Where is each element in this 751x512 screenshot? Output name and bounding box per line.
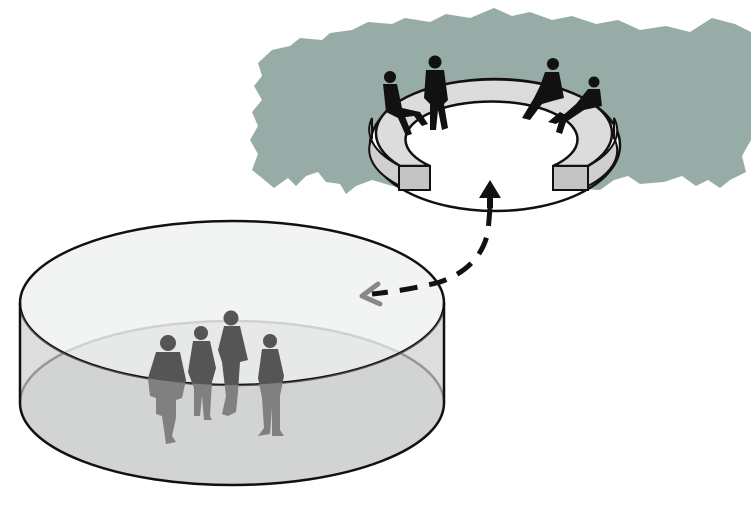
cylinder-front-wall bbox=[20, 303, 444, 485]
seated-person-3 bbox=[522, 58, 564, 120]
enclosed-cylinder-scene bbox=[18, 219, 446, 487]
connector-curve bbox=[371, 207, 493, 297]
outdoor-seating-scene bbox=[250, 8, 751, 213]
cylinder-base-front-edge bbox=[18, 402, 446, 487]
dashed-connector bbox=[359, 180, 501, 307]
bench-end-left bbox=[398, 165, 431, 191]
standing-person-1 bbox=[148, 335, 186, 444]
standing-person-2 bbox=[188, 326, 216, 420]
arrowhead-up-icon bbox=[479, 180, 501, 208]
seated-people bbox=[383, 55, 602, 136]
seated-person-4 bbox=[548, 76, 602, 134]
standing-person-3 bbox=[218, 310, 248, 416]
seated-person-2 bbox=[424, 55, 448, 130]
seated-person-1 bbox=[383, 71, 428, 136]
arrowhead-left-icon bbox=[359, 281, 383, 307]
standing-people bbox=[148, 310, 284, 444]
bench-end-right bbox=[552, 165, 589, 191]
standing-person-4 bbox=[258, 334, 284, 436]
